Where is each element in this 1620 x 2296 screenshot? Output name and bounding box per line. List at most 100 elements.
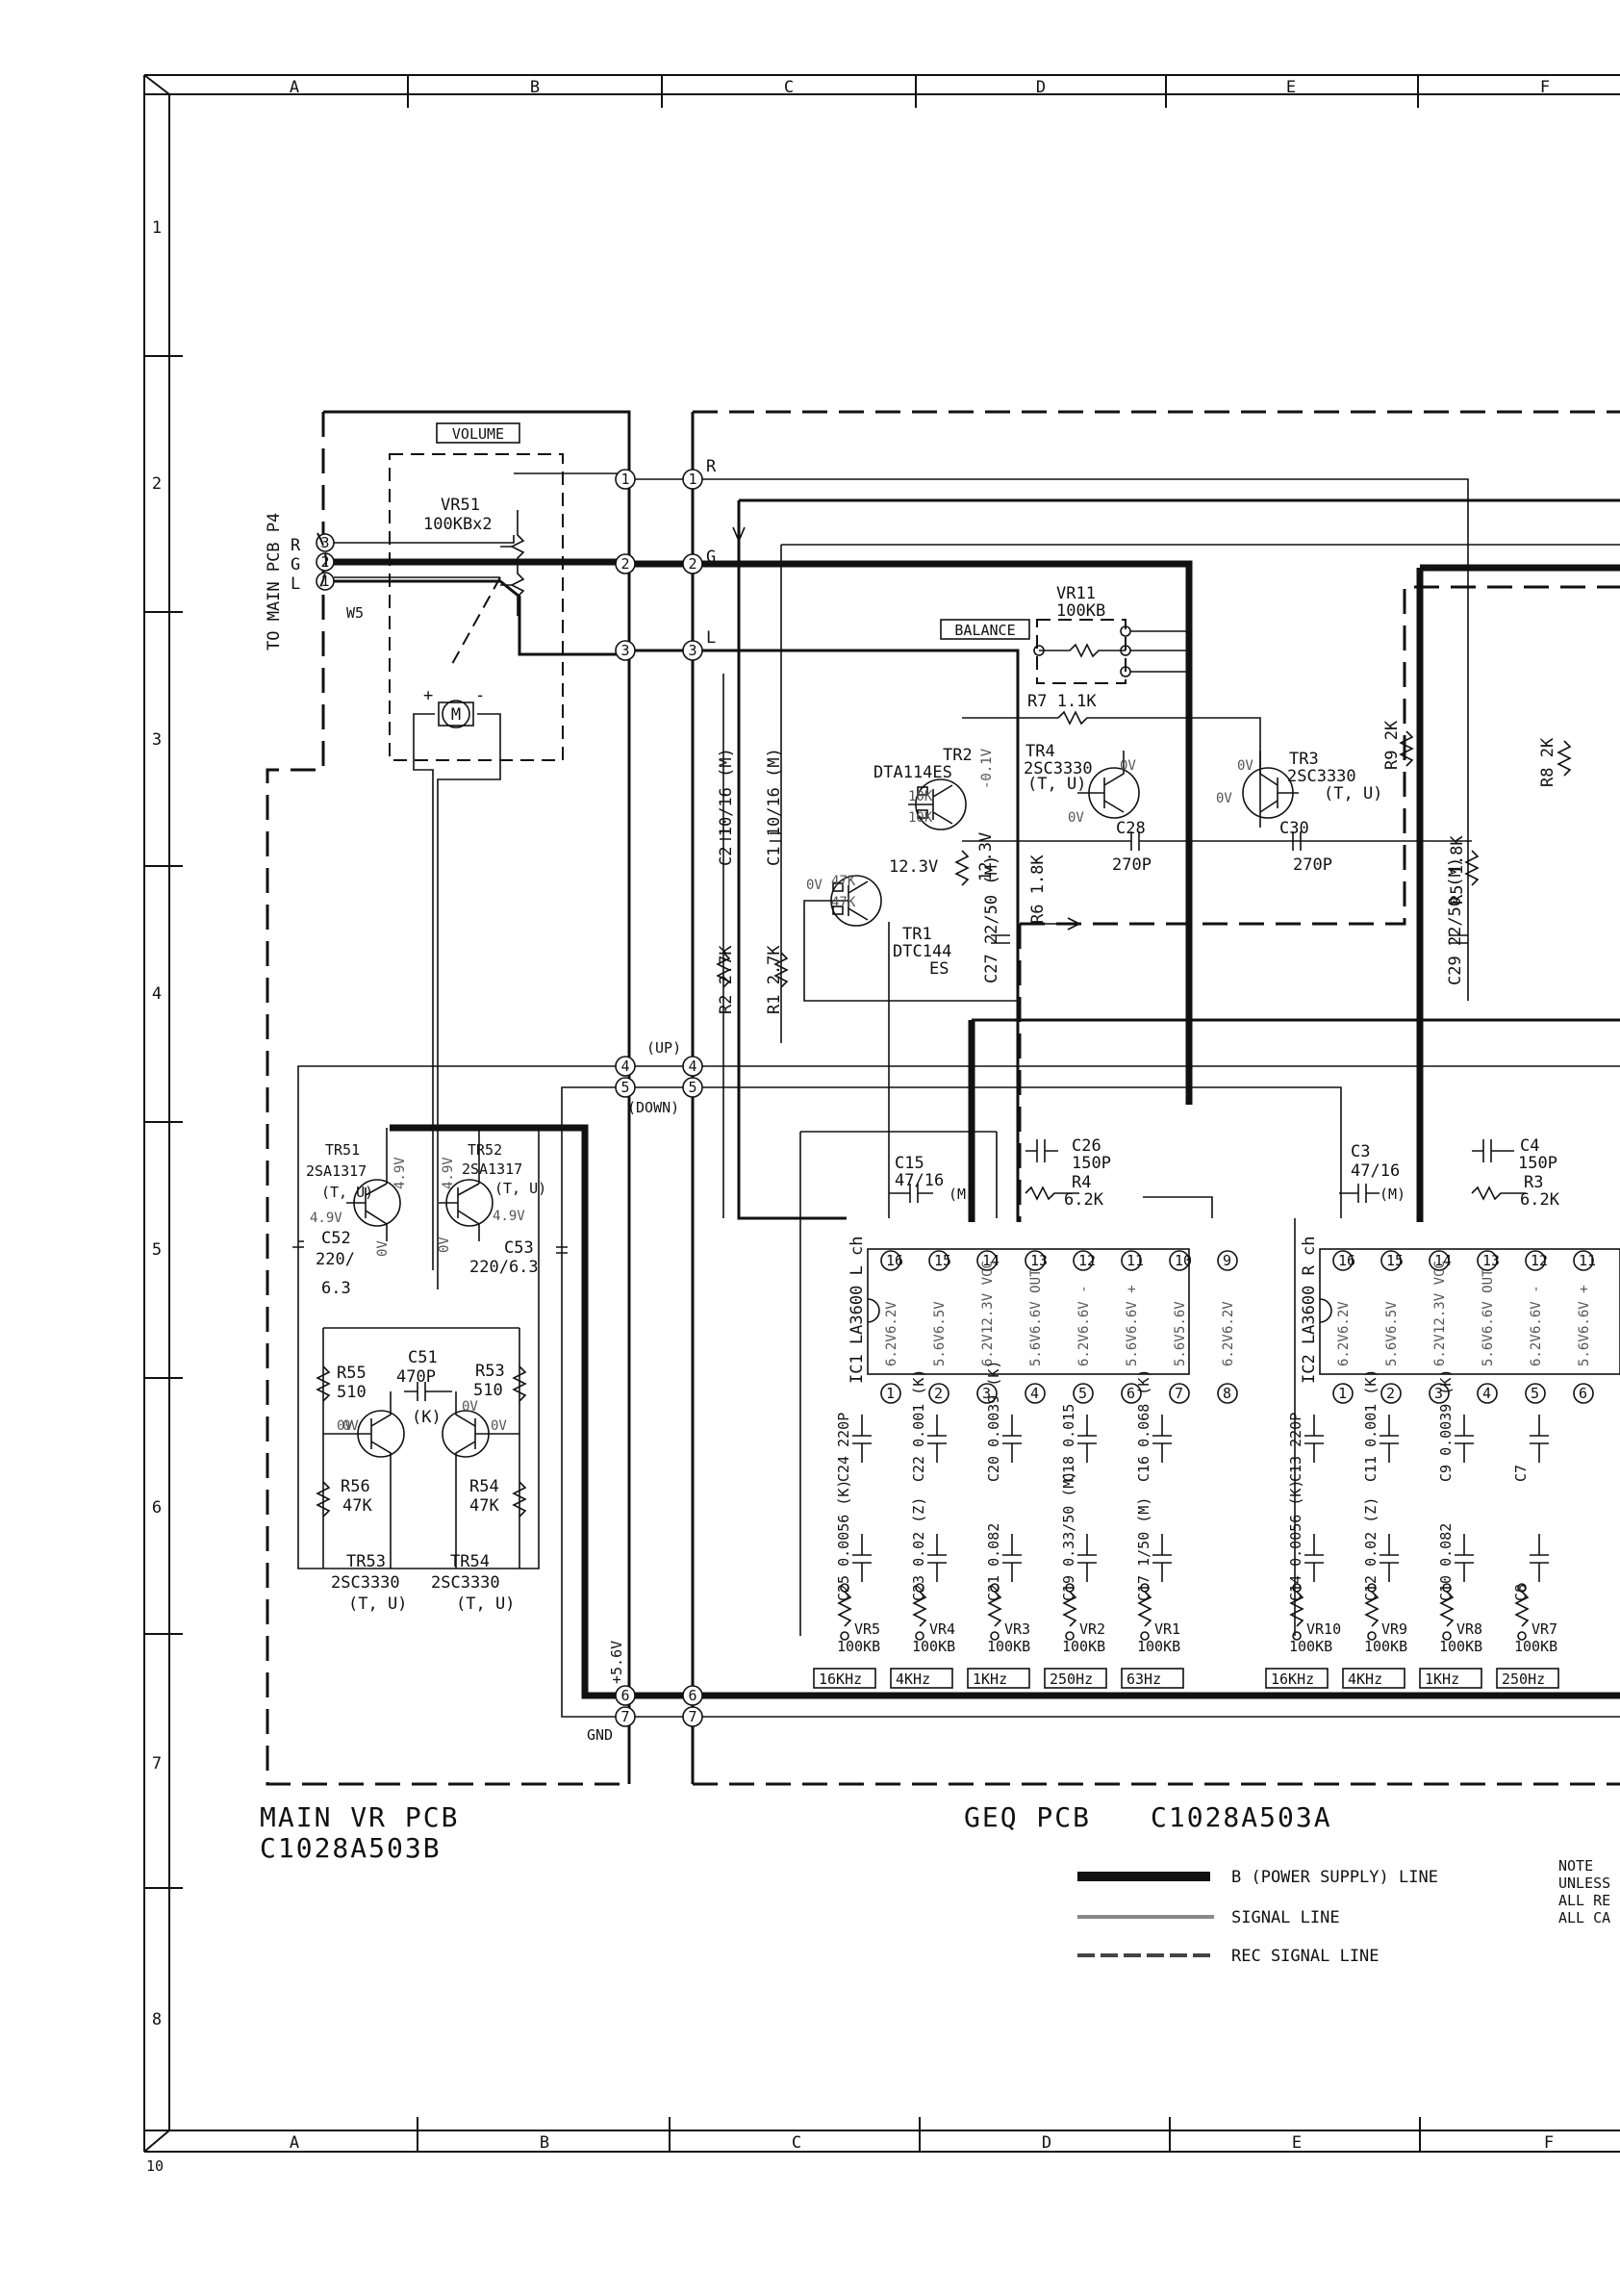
ic1-top-pin-voltage: 6.5V: [932, 1301, 948, 1334]
ic1-bottom-pin-num: 4: [1030, 1385, 1039, 1402]
ic2-bottom-pin-num: 6: [1579, 1385, 1587, 1402]
tr52-type: 2SA1317: [462, 1161, 522, 1178]
ic2-bottom-pin-num: 4: [1482, 1385, 1491, 1402]
vr-right-resistor: [1364, 1591, 1380, 1627]
ic1-cap-symbol: [927, 1534, 947, 1582]
r54-ref: R54: [469, 1477, 499, 1496]
ic1-cap-label: C21 0.082: [985, 1523, 1002, 1601]
ic2-top-pin: [1332, 1250, 1354, 1271]
freq-right-label: 250Hz: [1502, 1671, 1545, 1688]
c30-value: 270P: [1293, 855, 1332, 875]
row-label: 2: [152, 474, 162, 494]
vr-left-ref: VR1: [1154, 1620, 1180, 1638]
tr1-voltage: 12.3V: [889, 857, 938, 877]
ic1-top-pin: [928, 1250, 949, 1271]
col-label-top: C: [784, 78, 794, 97]
tr52-voltage: 4.9V: [493, 1209, 525, 1224]
ic1-cap-label: C20 0.0039 (K): [985, 1361, 1002, 1482]
c53-ref: C53: [504, 1238, 534, 1258]
freq-right-box: [1496, 1668, 1559, 1689]
down-label: (DOWN): [627, 1099, 679, 1116]
tr2-r2: 10K: [908, 810, 933, 826]
ic2-bottom-pin: [1380, 1383, 1402, 1404]
row-label: 7: [152, 1754, 162, 1773]
ic2-body: [1294, 1218, 1620, 1636]
ic1-cap-label: C17 1/50 (M): [1135, 1497, 1152, 1601]
ic2-bottom-pin: [1332, 1383, 1354, 1404]
freq-right-label: 4KHz: [1348, 1671, 1382, 1688]
ic2-bottom-pin-voltage: 6.2V: [1529, 1334, 1544, 1366]
vr-right-value: 100KB: [1364, 1638, 1407, 1655]
col-label-bottom: C: [792, 2133, 801, 2153]
motor-symbol: M + -: [413, 686, 501, 1289]
c3-value: 47/16: [1351, 1161, 1400, 1181]
c26-value: 150P: [1072, 1154, 1111, 1173]
ic1-bottom-pin-num: 8: [1223, 1385, 1231, 1402]
r55-value: 510: [337, 1383, 367, 1402]
tr1-r1: 47K: [831, 874, 856, 889]
ic1-bottom-pin-voltage: 6.2V: [980, 1334, 996, 1366]
freq-right-label: 1KHz: [1425, 1671, 1459, 1688]
grid-labels: A B C D E F A B C D E F 1 2 3 4 5 6 7 8 …: [146, 78, 1554, 2175]
geq-pin-num: 2: [688, 555, 696, 573]
ic1-bottom-pin-num: 2: [934, 1385, 943, 1402]
ic1-cap-label: C16 0.068 (K): [1135, 1369, 1152, 1482]
r5-label: R5 1.8K: [1448, 835, 1467, 905]
main-pin-num: 3: [620, 642, 629, 659]
c52-value: 220/: [316, 1250, 355, 1269]
c51-value: 470P: [396, 1367, 436, 1387]
vr-right-ref: VR9: [1381, 1620, 1407, 1638]
ic2-cap-label: C14 0.0056 (K): [1287, 1480, 1304, 1601]
ic1-cap-symbol: [1152, 1415, 1172, 1463]
vr51-ref: VR51: [441, 496, 480, 515]
vr51-value: 100KBx2: [423, 515, 493, 534]
ic1-top-pin: [1217, 1250, 1238, 1271]
geq-pin-name: G: [706, 548, 716, 567]
ic2-bottom-pin-voltage: 6.2V: [1336, 1334, 1352, 1366]
c28-value: 270P: [1112, 855, 1152, 875]
geq-pin-num: 1: [688, 471, 696, 488]
ic1-bottom-pin-num: 1: [886, 1385, 895, 1402]
ic2-bottom-pin-voltage: 6.2V: [1432, 1334, 1448, 1366]
ic1-cap-symbol: [1152, 1534, 1172, 1582]
tr52-ref: TR52: [468, 1141, 502, 1159]
tr2-type: DTA114ES: [873, 763, 952, 782]
legend-signal-line: SIGNAL LINE: [1231, 1908, 1340, 1927]
ic1-cap-symbol: [1002, 1534, 1022, 1582]
ic2-top-pin: [1380, 1250, 1402, 1271]
balance-label-box: [940, 619, 1030, 640]
main-vr-title: MAIN VR PCB: [260, 1801, 459, 1833]
c3-tolerance: (M): [1380, 1186, 1405, 1203]
ic2-bottom-pin-num: 5: [1531, 1385, 1539, 1402]
tr1-ref: TR1: [902, 925, 932, 944]
tr53-type: 2SC3330: [331, 1573, 400, 1593]
vr-left-resistor: [987, 1591, 1002, 1627]
connector-pin-num: 2: [320, 553, 329, 571]
ic1-top-pin-voltage: 6.6V OUT: [1028, 1268, 1044, 1334]
connector-p4: [316, 532, 335, 594]
motor-plus: +: [423, 686, 433, 705]
vr-left-terminal: [1065, 1631, 1075, 1641]
ic1-cap-symbol: [1077, 1534, 1097, 1582]
ic2-top-pin-num: 16: [1338, 1252, 1355, 1269]
c53-value: 220/6.3: [469, 1258, 539, 1277]
ic1-top-pin-voltage: 6.6V +: [1125, 1285, 1140, 1334]
legend-rec-signal-line: REC SIGNAL LINE: [1231, 1947, 1380, 1966]
row-label: 8: [152, 2010, 162, 2029]
tr53: [323, 1391, 405, 1569]
tr51-grade: (T, U): [321, 1184, 373, 1201]
corner-label: 10: [146, 2157, 164, 2175]
ic2-bottom-pin-num: 2: [1386, 1385, 1395, 1402]
ic2-bottom-pin: [1429, 1383, 1450, 1404]
ic2-cap-label: C8: [1512, 1584, 1530, 1601]
freq-left-label: 16KHz: [819, 1671, 862, 1688]
geq-title: GEQ PCB: [964, 1801, 1091, 1833]
c15-value: 47/16: [895, 1171, 944, 1190]
